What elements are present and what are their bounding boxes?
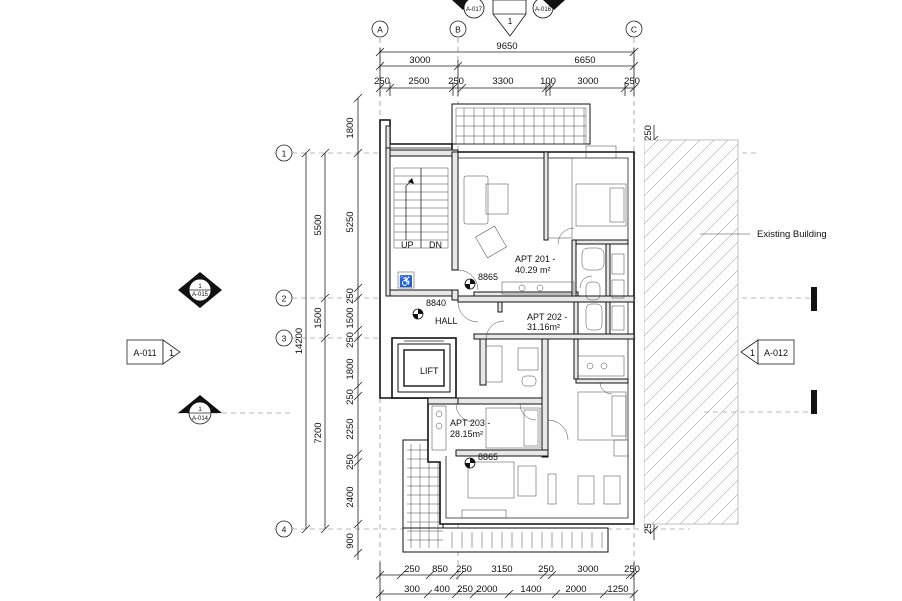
grid-label-3: 3 [282, 334, 287, 344]
dimensions-bottom: 250 850 250 3150 250 3000 250 300 400 25… [375, 562, 640, 601]
dim: 250 [538, 564, 554, 575]
dim: 3150 [491, 564, 512, 575]
grid-label-4: 4 [282, 525, 287, 535]
hall-label: HALL [435, 316, 458, 326]
dim: 2000 [565, 584, 586, 595]
dim: 5500 [313, 214, 324, 235]
dim: 3000 [577, 564, 598, 575]
dim: 100 [540, 76, 556, 87]
grid-label-2: 2 [282, 294, 287, 304]
dim: 250 [345, 389, 356, 405]
elevation-marker-a-014: 1 A-014 [178, 395, 222, 425]
dim: 3000 [409, 55, 430, 66]
furniture-apt-201 [463, 145, 627, 301]
apt-203-area: 28.15m² [450, 429, 483, 439]
elevation-marker-ref: A-015 [192, 292, 209, 298]
stair: UP DN ♿ [393, 167, 449, 289]
level-marker-value: 8865 [478, 272, 498, 282]
dim: 250 [404, 564, 420, 575]
grid-bubbles-rows: 1 2 3 4 [275, 144, 293, 538]
elevation-marker-ref: A-014 [192, 416, 209, 422]
top-section-markers: A-017 1 A-016 [452, 0, 565, 37]
elevation-marker-num: 1 [198, 407, 202, 413]
elevation-marker-bubble [463, 0, 485, 19]
dim: 250 [643, 518, 654, 534]
section-mark-left: A-011 1 [126, 339, 181, 365]
section-mark-right: 1 A-012 [740, 339, 795, 365]
grid-label-a: A [377, 25, 383, 35]
apt-202-area: 31.16m² [527, 322, 560, 332]
dim: 250 [374, 76, 390, 87]
section-ref-left: A-011 [133, 348, 156, 358]
dim: 250 [643, 125, 654, 141]
dim: 250 [457, 584, 473, 595]
dimensions-top: 9650 3000 6650 250 2500 250 3300 100 300… [374, 41, 640, 96]
dim: 250 [448, 76, 464, 87]
furniture-apt-202 [577, 303, 629, 505]
stair-down-label: DN [429, 240, 442, 250]
elevation-marker-a-015: 1 A-015 [178, 272, 222, 308]
dim: 250 [624, 564, 640, 575]
dim: 2400 [345, 486, 356, 507]
dim: 1800 [345, 117, 356, 138]
dim: 1500 [345, 307, 356, 328]
dim-overall-height: 14200 [294, 328, 305, 354]
grid-label-c: C [631, 25, 637, 35]
dim: 1250 [607, 584, 628, 595]
dim: 1500 [313, 307, 324, 328]
dim: 250 [345, 454, 356, 470]
elevation-marker-num: 1 [198, 284, 202, 290]
grid-bubbles-columns: A B C [371, 20, 643, 38]
building-walls [379, 119, 635, 525]
existing-building: Existing Building [636, 139, 827, 525]
grid-label-1: 1 [282, 149, 287, 159]
dim: 250 [345, 332, 356, 348]
dim: 2250 [345, 418, 356, 439]
dim: 3300 [492, 76, 513, 87]
dim: 250 [624, 76, 640, 87]
dim: 2000 [476, 584, 497, 595]
dim: 850 [432, 564, 448, 575]
elevation-marker-ref: A-017 [466, 7, 483, 13]
balcony-top [451, 103, 591, 145]
dimensions-left: 14200 5500 1500 7200 1800 5250 250 1500 … [294, 93, 363, 560]
dim: 300 [404, 584, 420, 595]
dim: 1800 [345, 358, 356, 379]
stair-up-label: UP [401, 240, 414, 250]
apt-201-name: APT 201 - [515, 254, 555, 264]
level-markers: 8865 8840 8865 [412, 272, 498, 469]
dim: 250 [456, 564, 472, 575]
elevation-marker-arrow [543, 0, 565, 10]
dim: 3000 [577, 76, 598, 87]
dim: 900 [345, 533, 356, 549]
existing-building-label: Existing Building [757, 229, 827, 240]
accessible-icon: ♿ [399, 275, 413, 288]
dim: 1400 [520, 584, 541, 595]
section-num-right: 1 [750, 348, 755, 358]
dim: 7200 [313, 422, 324, 443]
level-marker-value: 8865 [478, 452, 498, 462]
apt-202-name: APT 202 - [527, 312, 567, 322]
furniture-apt-203 [431, 345, 557, 519]
lift-label: LIFT [420, 366, 439, 376]
dim: 2500 [408, 76, 429, 87]
elevation-marker-ref: A-016 [535, 7, 552, 13]
dim-overall-width: 9650 [496, 41, 517, 52]
dim: 5250 [345, 211, 356, 232]
apt-203-name: APT 203 - [450, 418, 490, 428]
grid-label-b: B [455, 25, 461, 35]
room-labels: APT 201 - 40.29 m² APT 202 - 31.16m² APT… [420, 254, 567, 439]
section-ref-right: A-012 [764, 348, 788, 358]
section-marker-top [492, 0, 527, 37]
dim: 400 [434, 584, 450, 595]
dim: 6650 [574, 55, 595, 66]
apt-201-area: 40.29 m² [515, 265, 551, 275]
section-num-left: 1 [169, 348, 174, 358]
door-swings [455, 227, 613, 441]
section-marker-top-num: 1 [508, 16, 513, 26]
level-marker-value: 8840 [426, 298, 446, 308]
dim: 250 [345, 288, 356, 304]
